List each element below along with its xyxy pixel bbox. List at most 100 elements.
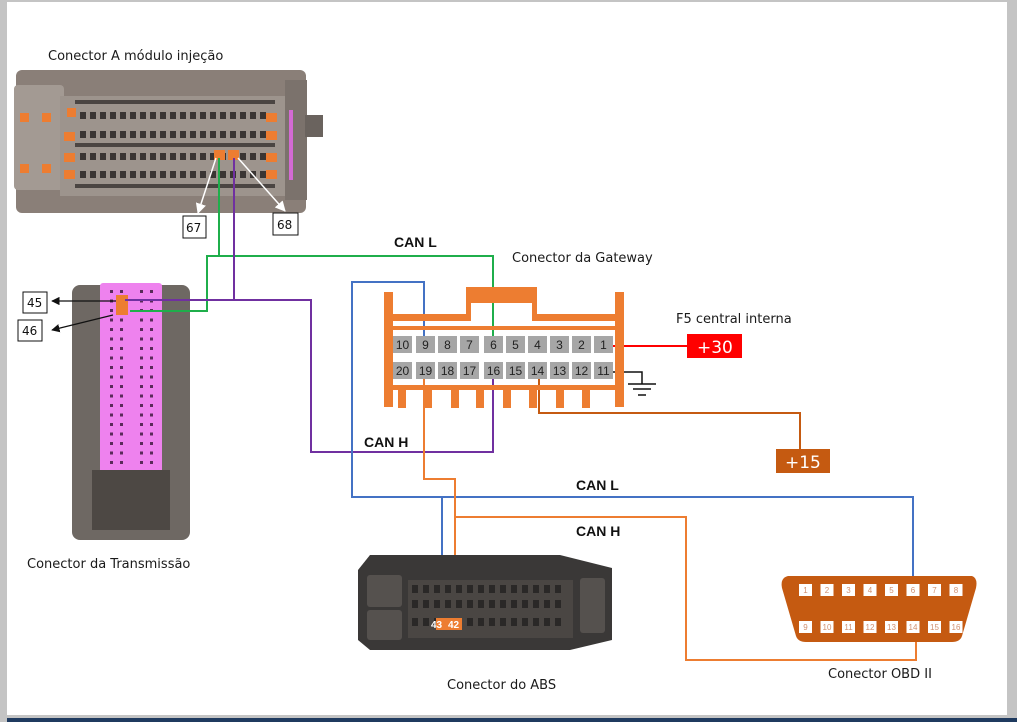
ecu-pin-cavity bbox=[140, 153, 146, 160]
ecu-pin-cavity bbox=[240, 112, 246, 119]
ecu-pin-cavity bbox=[90, 112, 96, 119]
wire-can-h-abs bbox=[423, 373, 456, 620]
page-border-bottom bbox=[0, 715, 1017, 718]
tcu-pin-cavity bbox=[150, 337, 153, 341]
tcu-pin-cavity bbox=[120, 366, 123, 369]
abs-left-block bbox=[367, 575, 402, 607]
ecu-pin-cavity bbox=[90, 171, 96, 178]
tcu-pin-cavity bbox=[120, 413, 123, 417]
abs-pin-43-label: 43 bbox=[431, 620, 443, 631]
ecu-pin-cavity bbox=[260, 171, 266, 178]
tcu-pin-cavity bbox=[150, 375, 153, 379]
tcu-pin-cavity bbox=[110, 394, 113, 398]
tcu-pin-cavity bbox=[110, 328, 113, 331]
gateway-pin-2 bbox=[572, 336, 591, 353]
ecu-pin-marker bbox=[64, 153, 75, 162]
obd-pin-label: 12 bbox=[866, 623, 875, 632]
gateway-pin-8 bbox=[438, 336, 457, 353]
gateway-tooth bbox=[451, 389, 459, 408]
ecu-pin-cavity bbox=[150, 112, 156, 119]
ecu-pin-cavity bbox=[110, 131, 116, 138]
ecu-pin-cavity bbox=[110, 112, 116, 119]
gateway-pin-label: 10 bbox=[396, 338, 410, 352]
page-border-top bbox=[0, 0, 1017, 2]
abs-pin-cavity bbox=[522, 618, 528, 626]
tcu-pin-cavity bbox=[120, 385, 123, 388]
ecu-pin-cavity bbox=[190, 171, 196, 178]
abs-pin-cavity bbox=[412, 585, 418, 593]
ecu-pin-marker bbox=[42, 164, 51, 173]
abs-pin-cavity bbox=[555, 618, 561, 626]
gateway-pin-13 bbox=[550, 362, 569, 379]
tcu-pin-cavity bbox=[120, 461, 123, 464]
ecu-slot bbox=[75, 184, 275, 188]
gateway-pin-label: 11 bbox=[597, 364, 610, 378]
obd-connector-title: Conector OBD II bbox=[828, 667, 932, 682]
ecu-pin-grid bbox=[75, 100, 275, 188]
gateway-pin-label: 17 bbox=[463, 364, 477, 378]
abs-pin-cavity bbox=[434, 600, 440, 608]
gateway-pin-20 bbox=[393, 362, 412, 379]
gateway-pin-14 bbox=[528, 362, 547, 379]
obd-pin-14 bbox=[906, 621, 920, 633]
tcu-pin-cavity bbox=[110, 318, 113, 322]
abs-pin-cavity bbox=[533, 585, 539, 593]
ecu-pin-cavity bbox=[200, 171, 206, 178]
abs-pin-cavity bbox=[423, 618, 429, 626]
tcu-pin-cavity bbox=[110, 404, 113, 407]
abs-pin-cavity bbox=[489, 618, 495, 626]
abs-pin-cavity bbox=[467, 585, 473, 593]
tcu-pin-cavity bbox=[120, 394, 123, 398]
callout-arrow-67 bbox=[195, 157, 217, 214]
abs-pin-cavity bbox=[423, 585, 429, 593]
tcu-pin-cavity bbox=[150, 385, 153, 388]
tcu-pin-cavity bbox=[120, 404, 123, 407]
ecu-pin-marker bbox=[266, 170, 277, 179]
gateway-pin-label: 16 bbox=[487, 364, 501, 378]
obd-pin-label: 13 bbox=[887, 623, 896, 632]
gateway-pin-label: 13 bbox=[553, 364, 567, 378]
abs-pin-cavity bbox=[412, 618, 418, 626]
gateway-teeth bbox=[398, 389, 590, 408]
tcu-pin-cavity bbox=[150, 432, 153, 436]
ecu-pin-marker bbox=[266, 131, 277, 140]
ecu-pin-marker bbox=[42, 113, 51, 122]
abs-pin-cavity bbox=[511, 585, 517, 593]
callout-arrow-68 bbox=[237, 157, 286, 212]
obd-pin-label: 6 bbox=[911, 586, 916, 595]
abs-pin-cavity bbox=[544, 585, 550, 593]
ecu-pin-cavity bbox=[230, 112, 236, 119]
tcu-pin-cavity bbox=[110, 309, 113, 312]
tcu-pin-cavity bbox=[140, 404, 143, 407]
gateway-pin-4 bbox=[528, 336, 547, 353]
tcu-pin-cavity bbox=[150, 442, 153, 445]
abs-pin-cavity bbox=[423, 600, 429, 608]
tcu-pin-cavity bbox=[110, 347, 113, 350]
obd-pin-label: 3 bbox=[846, 586, 851, 595]
tcu-pin-cavity bbox=[140, 337, 143, 341]
ecu-pin-cavity bbox=[110, 153, 116, 160]
page-border-left bbox=[0, 0, 7, 722]
tcu-pin-cavity bbox=[110, 366, 113, 369]
ecu-pin-68-marker bbox=[228, 150, 239, 160]
plus15-label: +15 bbox=[785, 453, 821, 473]
tcu-pin-cavity bbox=[150, 328, 153, 331]
gateway-pin-label: 20 bbox=[396, 364, 410, 378]
tcu-connector: 45 46 Conector da Transmissão bbox=[17, 283, 190, 572]
ecu-pin-cavity bbox=[220, 131, 226, 138]
gateway-pin-label: 8 bbox=[444, 338, 451, 352]
wire-can-l-obd bbox=[442, 496, 914, 580]
tcu-pin-cavity bbox=[140, 328, 143, 331]
gateway-key-bar bbox=[471, 292, 532, 297]
obd-pin-label: 5 bbox=[889, 586, 894, 595]
callout-label-46: 46 bbox=[22, 324, 37, 338]
obd-pin-15 bbox=[928, 621, 941, 633]
ecu-pin-cavity bbox=[180, 153, 186, 160]
label-can-l-bottom: CAN L bbox=[576, 477, 619, 493]
gateway-pin-15 bbox=[506, 362, 525, 379]
ecu-pin-cavity bbox=[180, 171, 186, 178]
abs-pin-42-label: 42 bbox=[448, 620, 460, 631]
ecu-pin-cavity bbox=[170, 171, 176, 178]
gateway-pin-label: 12 bbox=[575, 364, 589, 378]
